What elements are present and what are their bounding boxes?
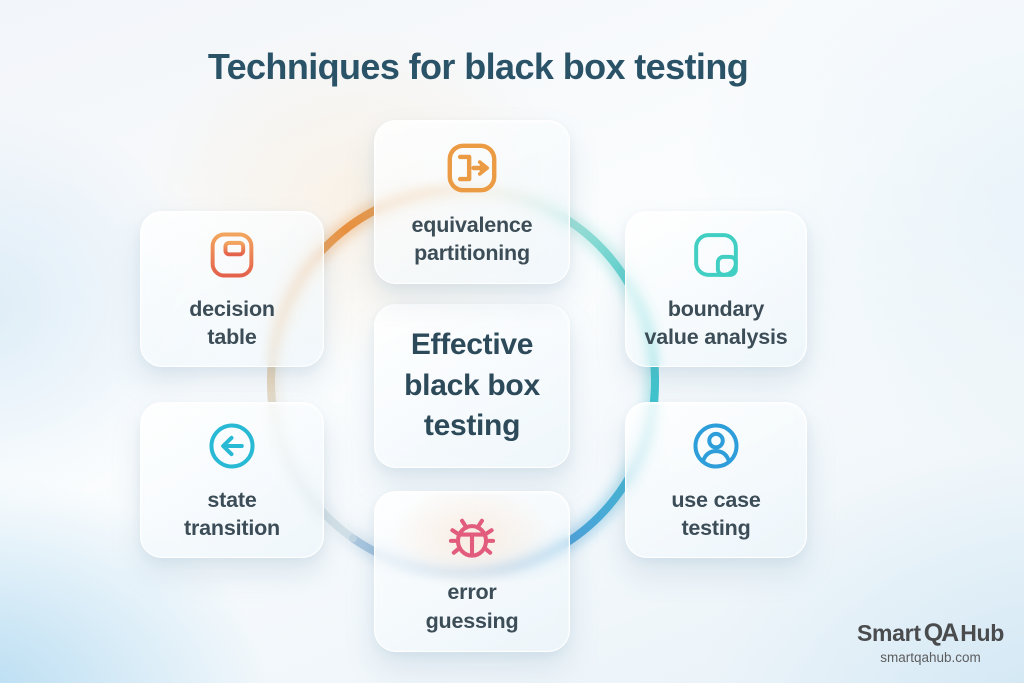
user-circle-icon [688,418,744,474]
card-use-case-testing: use case testing [625,402,807,558]
card-label: equivalence partitioning [411,212,533,265]
door-exit-arrow-icon [441,137,503,199]
card-label: boundary value analysis [644,296,788,349]
brand-word-hub: Hub [960,620,1004,646]
nested-squares-icon [688,227,744,283]
arrow-left-circle-icon [204,418,260,474]
card-state-transition: state transition [140,402,324,558]
card-equivalence-partitioning: equivalence partitioning [374,120,570,284]
brand-website: smartqahub.com [880,650,981,665]
card-label: use case testing [671,487,761,540]
center-card-label: Effective black box testing [404,328,540,443]
card-label: decision table [189,296,275,349]
card-error-guessing: error guessing [374,491,570,652]
bug-icon [443,508,501,566]
brand-qa-mark: QA [923,619,959,647]
page-title: Techniques for black box testing [207,46,749,87]
brand-word-smart: Smart [856,620,921,646]
card-boundary-value-analysis: boundary value analysis [625,211,807,367]
center-card: Effective black box testing [374,304,570,468]
card-label: state transition [184,487,280,540]
card-label: error guessing [425,580,519,633]
card-decision-table: decision table [140,211,324,367]
document-table-icon [204,227,260,283]
